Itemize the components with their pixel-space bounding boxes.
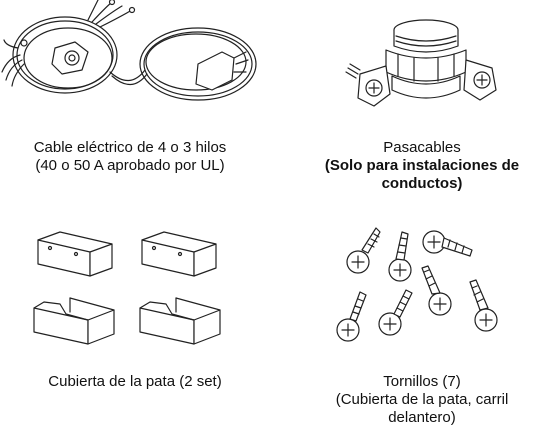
strain-relief-icon <box>345 19 497 107</box>
caption-line: Cable eléctrico de 4 o 3 hilos <box>33 139 227 156</box>
screws-caption: Tornillos (7) (Cubierta de la pata, carr… <box>287 373 557 427</box>
screw-2 <box>388 231 412 282</box>
leg-cover-icon <box>33 231 221 345</box>
caption-line: Cubierta de la pata (2 set) <box>48 373 222 390</box>
screw-4 <box>421 265 452 316</box>
power-cable-caption: Cable eléctrico de 4 o 3 hilos (40 o 50 … <box>0 139 270 175</box>
caption-line: Pasacables <box>383 139 461 156</box>
caption-line: (40 o 50 A aprobado por UL) <box>35 157 225 174</box>
screws-icon <box>336 227 498 342</box>
caption-line-bold: conductos) <box>381 175 463 192</box>
screw-7 <box>469 279 498 332</box>
power-cable-icon <box>1 0 257 101</box>
strain-relief-caption: Pasacables (Solo para instalaciones de c… <box>287 139 557 193</box>
caption-line: Tornillos (7) <box>383 373 461 390</box>
leg-cover-caption: Cubierta de la pata (2 set) <box>0 373 275 391</box>
screw-5 <box>336 291 367 342</box>
caption-line: delantero) <box>388 409 456 426</box>
screw-6 <box>378 289 413 336</box>
caption-line-bold: (Solo para instalaciones de <box>324 157 520 174</box>
screw-3 <box>422 230 473 257</box>
screw-1 <box>346 227 381 274</box>
caption-line: (Cubierta de la pata, carril <box>335 391 509 408</box>
